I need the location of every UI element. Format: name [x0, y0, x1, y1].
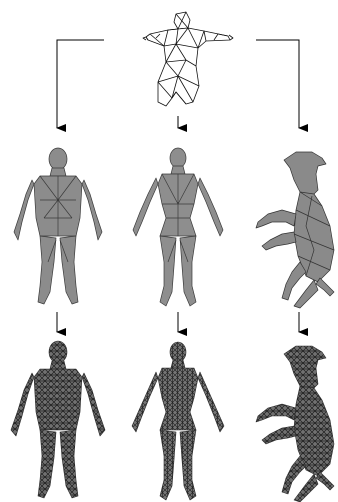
connector-right	[256, 40, 299, 128]
male-dense-mesh	[11, 341, 105, 498]
female-coarse-fit	[133, 148, 223, 306]
horse-dense-mesh	[256, 346, 334, 502]
male-coarse-fit	[14, 148, 102, 304]
horse-coarse-fit	[256, 152, 334, 308]
wireframe-template	[143, 12, 233, 106]
female-dense-mesh	[132, 342, 224, 500]
connector-left	[57, 40, 104, 128]
connectors-middle	[57, 312, 299, 332]
